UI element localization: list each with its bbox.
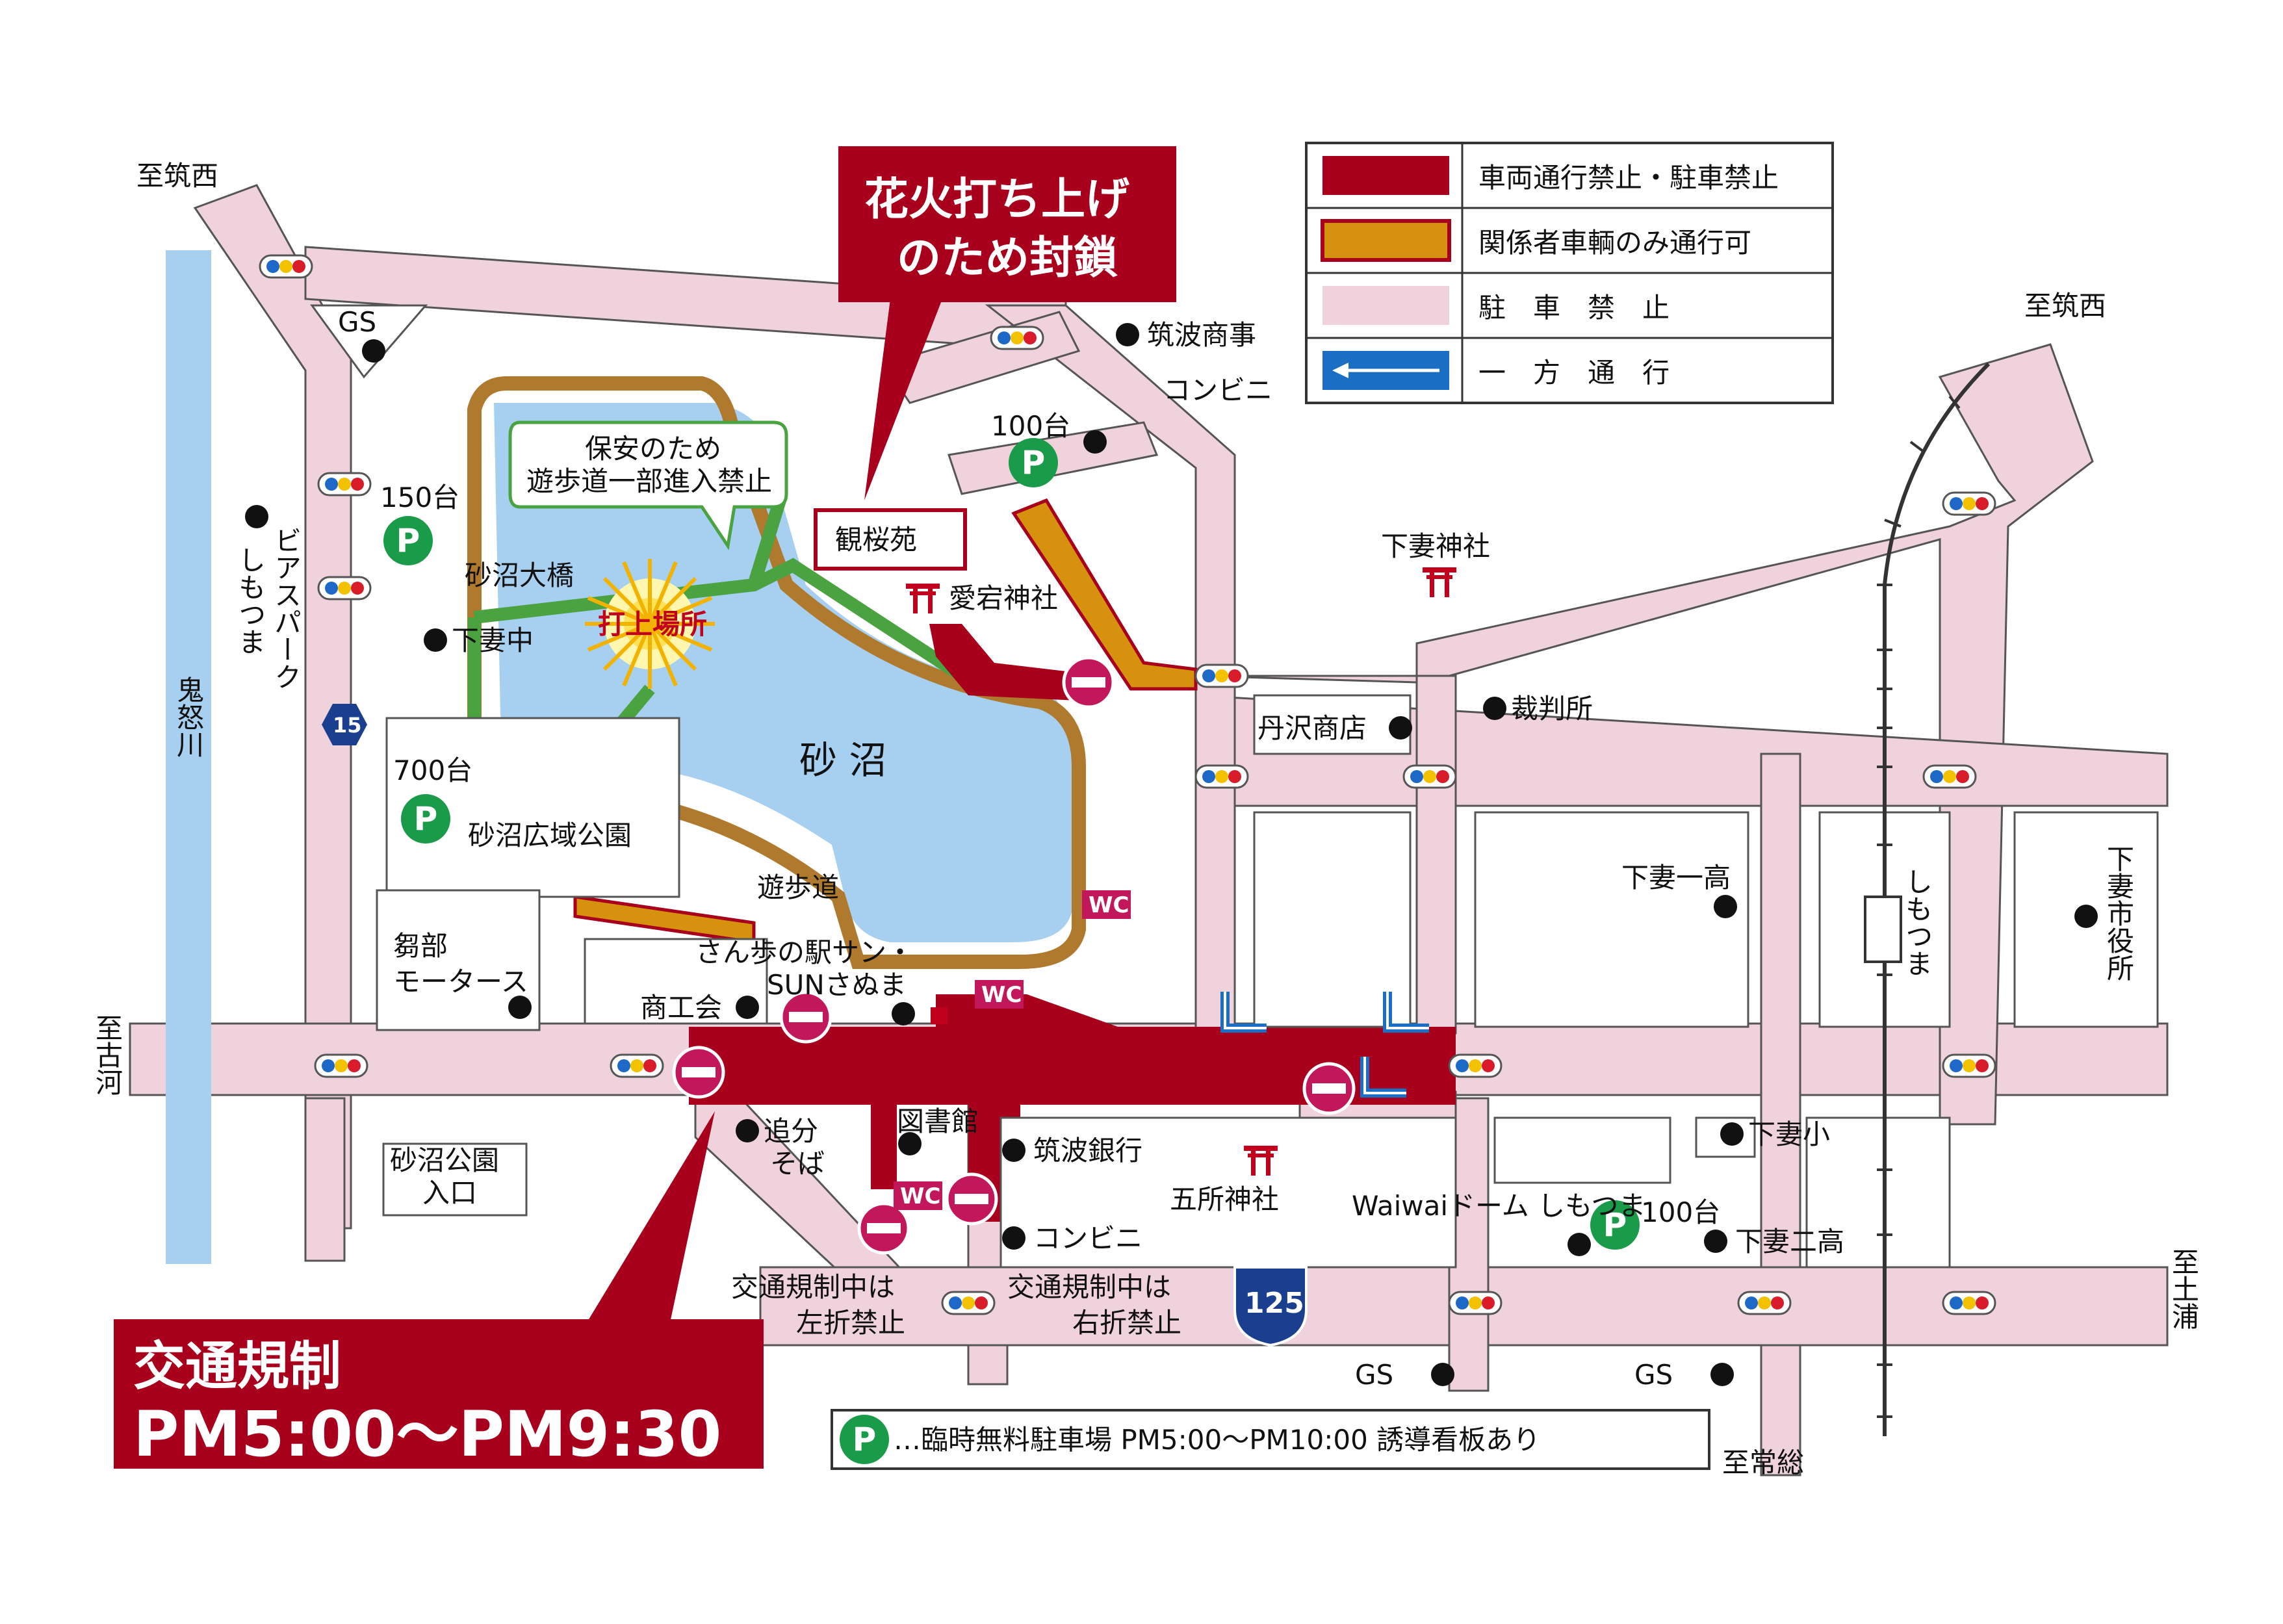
oiwake-label-1: 追分 (764, 1115, 818, 1147)
parking-capacity-700: 700台 (393, 754, 472, 786)
tsukuba-shoji-label: 筑波商事 (1147, 319, 1256, 351)
route-shield-icon: 125 (1233, 1266, 1308, 1347)
legend-label-restricted: 関係者車輌のみ通行可 (1478, 227, 1751, 259)
lake-label: 砂 沼 (799, 738, 886, 782)
railway-icon (1864, 362, 1991, 1436)
toshokan-label: 図書館 (897, 1105, 979, 1137)
kanoen-label: 観桜苑 (835, 524, 917, 556)
fireworks-closure-line1: 花火打ち上げ (864, 174, 1129, 226)
direction-joso: 至常総 (1722, 1447, 1804, 1478)
koen-iriguchi-label-1: 砂沼公園 (390, 1144, 499, 1176)
traffic-control-callout: 交通規制 PM5:00〜PM9:30 (114, 1111, 764, 1471)
svg-text:125: 125 (1245, 1287, 1304, 1320)
fireworks-icon (585, 559, 715, 689)
shimotsuma-chu-label: 下妻中 (452, 625, 534, 656)
sannpo-label-2: SUNさぬま (767, 969, 907, 1001)
security-note: 保安のため 遊歩道一部進入禁止 (508, 420, 788, 550)
parking-capacity-150: 150台 (380, 482, 459, 513)
shimotsuma-sho-label: 下妻小 (1748, 1118, 1830, 1150)
direction-tsuchiura: 至土浦 (2168, 1248, 2200, 1330)
shrine-gate-icon (906, 584, 940, 613)
shokokai-label: 商工会 (640, 992, 722, 1024)
direction-chikusei-east: 至筑西 (2024, 290, 2106, 322)
security-note-line1: 保安のため (585, 433, 721, 465)
konbini-label-1: コンビニ (1163, 374, 1272, 406)
sanuma-lake (494, 403, 1072, 942)
no-right-label-2: 右折禁止 (1072, 1307, 1181, 1339)
svg-text:WC: WC (981, 982, 1022, 1008)
wc-icon: WC (894, 1181, 942, 1210)
no-right-label-1: 交通規制中は (1007, 1271, 1171, 1303)
kaabe-label-1: 芻部 (393, 930, 448, 962)
promenade-label: 遊歩道 (757, 871, 839, 903)
fireworks-closure-line2: のため封鎖 (897, 233, 1118, 284)
kinugawa-river (166, 250, 211, 1264)
direction-chikusei-west: 至筑西 (136, 160, 218, 192)
wc-icon: WC (975, 980, 1024, 1009)
footer-note-text: …臨時無料駐車場 PM5:00〜PM10:00 誘導看板あり (894, 1424, 1540, 1456)
niko-label: 下妻二高 (1735, 1226, 1844, 1257)
konbini-label-2: コンビニ (1033, 1222, 1142, 1254)
legend-swatch-no-parking (1322, 286, 1449, 325)
shrine-gate-icon (1423, 567, 1456, 597)
no-left-label-2: 左折禁止 (796, 1307, 905, 1339)
legend-swatch-one-way (1322, 351, 1449, 390)
route-shield-icon: 15 (322, 704, 367, 745)
no-left-label-1: 交通規制中は (731, 1271, 895, 1303)
fireworks-closure-callout: 花火打ち上げ のため封鎖 (838, 146, 1176, 500)
parking-icon (383, 516, 433, 565)
beer-spark-label: ビアスパーク (270, 526, 302, 690)
river-label: 鬼怒川 (173, 676, 205, 758)
roads (129, 184, 2169, 1476)
traffic-control-title: 交通規制 (133, 1336, 341, 1397)
tsukuba-bank-label: 筑波銀行 (1033, 1135, 1142, 1166)
kaabe-label-2: モータース (393, 966, 528, 998)
ichiko-label: 下妻一高 (1621, 862, 1731, 894)
traffic-control-time: PM5:00〜PM9:30 (133, 1398, 721, 1471)
saibansho-label: 裁判所 (1511, 693, 1593, 725)
landmark-dots (245, 323, 2098, 1386)
wc-icon: WC (1082, 890, 1131, 919)
gs-label-2: GS (1355, 1359, 1393, 1391)
parking-capacity-100a: 100台 (991, 410, 1070, 442)
footer-note: …臨時無料駐車場 PM5:00〜PM10:00 誘導看板あり (831, 1409, 1710, 1470)
station-label: しもつま (1902, 868, 1933, 977)
svg-text:WC: WC (900, 1183, 940, 1209)
atago-label: 愛宕神社 (949, 582, 1058, 614)
legend-swatch-restricted (1321, 219, 1451, 262)
gs-label-3: GS (1634, 1359, 1673, 1391)
bridge-label: 砂沼大橋 (465, 560, 574, 591)
shimotsuma-jinja-label: 下妻神社 (1381, 530, 1490, 562)
kanoen-box (814, 508, 967, 571)
svg-text:WC: WC (1089, 892, 1129, 918)
gosho-label: 五所神社 (1170, 1183, 1279, 1215)
sannpo-label-1: さん歩の駅サン・ (695, 936, 914, 968)
legend-swatch-closed (1322, 156, 1449, 195)
koen-iriguchi-label-2: 入口 (422, 1177, 477, 1209)
legend-label-no-parking: 駐 車 禁 止 (1478, 292, 1670, 324)
parking-icon (401, 794, 450, 844)
gs-label-1: GS (338, 306, 376, 338)
legend: 車両通行禁止・駐車禁止 関係者車輌のみ通行可 駐 車 禁 止 一 方 通 行 (1305, 142, 1834, 404)
shiyakusho-label: 下妻市役所 (2103, 845, 2135, 981)
beer-spark-label-2: しもつま (235, 546, 266, 655)
svg-text:15: 15 (333, 713, 362, 738)
security-note-line2: 遊歩道一部進入禁止 (526, 465, 772, 497)
direction-koga: 至古河 (92, 1014, 123, 1096)
parking-name-sanuma-park: 砂沼広域公園 (468, 819, 632, 851)
legend-label-closed: 車両通行禁止・駐車禁止 (1478, 162, 1779, 194)
launch-site-label: 打上場所 (598, 608, 707, 640)
parking-capacity-100b: 100台 (1641, 1196, 1720, 1228)
parking-name-waiwai: Waiwaiドーム しもつま (1352, 1190, 1645, 1222)
tanzawa-label: 丹沢商店 (1258, 712, 1367, 744)
oiwake-label-2: そば (770, 1148, 825, 1179)
legend-label-one-way: 一 方 通 行 (1478, 357, 1670, 389)
parking-icon (1009, 438, 1058, 487)
